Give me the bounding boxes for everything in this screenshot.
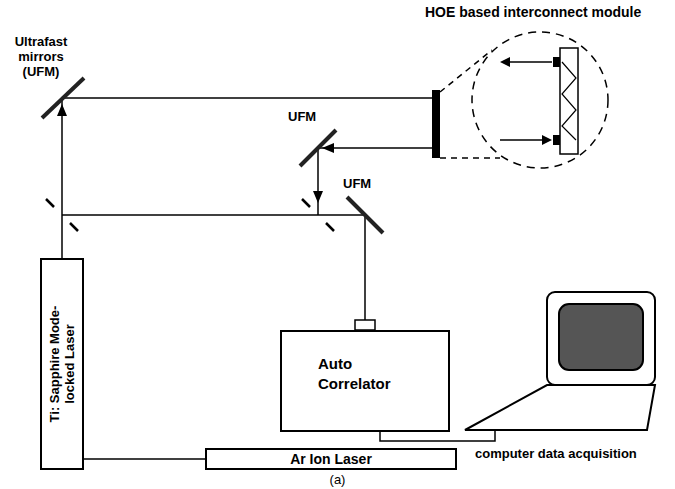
- node-text: computer data acquisition: [475, 446, 637, 461]
- laser-beam: [318, 147, 432, 149]
- beam-splitter: [70, 223, 78, 231]
- laser-beam: [61, 98, 63, 258]
- beam-arrowhead: [57, 104, 67, 116]
- zoom-line: [440, 50, 492, 92]
- node-text: Auto Correlator: [318, 354, 410, 394]
- beam-splitter: [302, 199, 310, 207]
- beam-splitter: [46, 199, 54, 207]
- mirror: [347, 197, 383, 233]
- mirror-label: UFM: [343, 176, 371, 191]
- hoe-zigzag: [562, 62, 576, 140]
- wire: [84, 458, 205, 460]
- node-text: Ar Ion Laser: [207, 451, 455, 467]
- screen: [559, 304, 643, 370]
- zoom-line: [440, 157, 500, 159]
- inset-title: HOE based interconnect module: [425, 4, 641, 20]
- hoe-coupler: [553, 135, 560, 145]
- mirror: [42, 78, 84, 118]
- laser-beam: [62, 214, 365, 216]
- monitor: [547, 292, 655, 385]
- inset-arrowhead: [500, 57, 510, 67]
- laser-beam: [364, 215, 366, 320]
- computer-icon: [455, 290, 660, 470]
- figure-caption: (a): [0, 472, 675, 487]
- inset-arrow: [506, 61, 552, 63]
- inset-circle: [472, 32, 608, 168]
- laser-box: Ar Ion Laser: [205, 448, 457, 470]
- node-text: Ti: Sapphire Mode-locked Laser: [47, 298, 77, 430]
- input-port: [355, 320, 375, 330]
- mirror-label: UFM: [288, 109, 316, 124]
- mirror-label: Ultrafast mirrors (UFM): [4, 34, 78, 79]
- inset-arrow: [500, 139, 546, 141]
- mirror: [300, 130, 336, 166]
- correlator-box: Auto Correlator: [280, 330, 450, 432]
- laser-beam: [62, 97, 432, 99]
- hoe-substrate: [560, 48, 578, 154]
- hoe-coupler: [553, 57, 560, 67]
- laser-beam: [317, 148, 319, 215]
- inset-arrowhead: [542, 135, 552, 145]
- hoe-plate: [432, 90, 440, 158]
- laser-box: Ti: Sapphire Mode-locked Laser: [40, 258, 84, 470]
- keyboard: [465, 385, 655, 430]
- beam-splitter: [326, 223, 334, 231]
- computer: computer data acquisition: [455, 290, 660, 470]
- beam-arrowhead: [313, 191, 323, 203]
